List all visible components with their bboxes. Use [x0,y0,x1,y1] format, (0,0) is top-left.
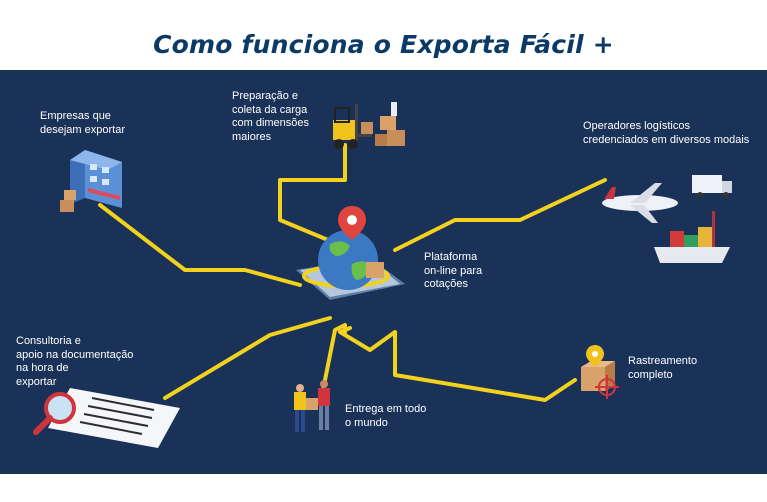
label-entrega: Entrega em todo o mundo [345,403,427,429]
connector-operadores [393,178,607,252]
label-preparacao: Preparação e coleta da carga com dimensõ… [232,90,310,143]
page-title: Como funciona o Exporta Fácil + [153,30,614,59]
globe-platform-icon [296,206,405,300]
label-plataforma: Plataforma on-line para cotações [424,251,483,290]
label-operadores: Operadores logísticos credenciados em di… [583,120,750,146]
label-rastreamento: Rastreamento completo [628,355,698,381]
document-icon [33,388,180,448]
label-empresas: Empresas que desejam exportar [40,110,125,136]
diagram-panel: Empresas que desejam exportar Preparação… [0,70,767,474]
connector-empresas [98,203,302,287]
tracking-icon [581,345,619,399]
forklift-icon [333,102,405,149]
connector-lines [98,143,607,402]
delivery-people-icon [294,380,330,432]
building-icon [60,150,122,212]
transport-icon [602,175,732,263]
connector-center-down [338,326,577,402]
label-consultoria: Consultoria e apoio na documentação na h… [16,335,134,388]
connector-consultoria [163,316,332,400]
connector-preparacao [278,143,347,247]
